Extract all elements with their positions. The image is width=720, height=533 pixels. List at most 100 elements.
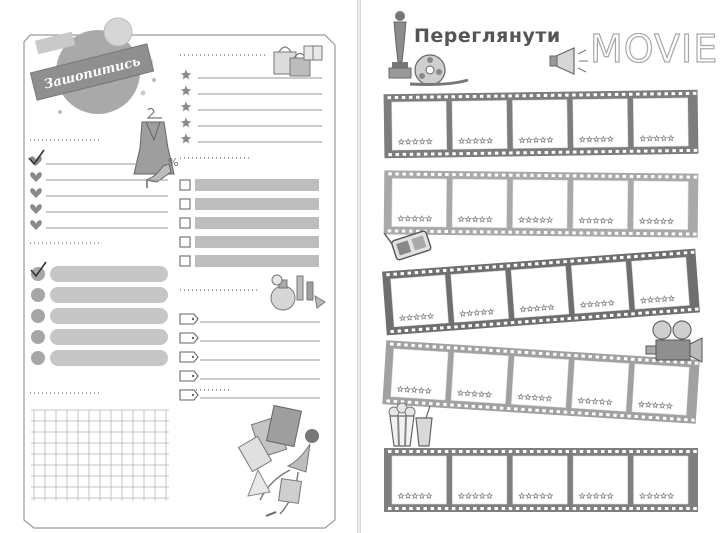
rating-star-icon[interactable] bbox=[411, 137, 419, 145]
movie-frame[interactable] bbox=[451, 178, 508, 228]
rating-star-icon[interactable] bbox=[639, 296, 648, 304]
movie-frame[interactable] bbox=[633, 180, 689, 230]
rating-star-icon[interactable] bbox=[585, 492, 593, 500]
rating-star-icon[interactable] bbox=[418, 214, 426, 222]
rating-star-icon[interactable] bbox=[404, 214, 412, 222]
movie-frame[interactable] bbox=[512, 179, 568, 229]
rating-star-icon[interactable] bbox=[524, 393, 532, 401]
rating-star-icon[interactable] bbox=[606, 492, 614, 500]
rating-star-icon[interactable] bbox=[418, 492, 426, 500]
movie-frame[interactable] bbox=[571, 261, 630, 314]
rating-star-icon[interactable] bbox=[425, 214, 433, 222]
movie-frame[interactable] bbox=[451, 100, 508, 150]
rating-star-icon[interactable] bbox=[665, 402, 674, 410]
movie-frame[interactable] bbox=[390, 348, 449, 401]
rating-star-icon[interactable] bbox=[584, 397, 592, 405]
input-bar[interactable] bbox=[195, 179, 319, 191]
input-bar[interactable] bbox=[195, 198, 319, 210]
rating-star-icon[interactable] bbox=[518, 136, 526, 144]
rating-star-icon[interactable] bbox=[667, 134, 675, 142]
movie-frame[interactable] bbox=[571, 359, 630, 412]
rating-star-icon[interactable] bbox=[405, 313, 414, 321]
rating-star-icon[interactable] bbox=[645, 217, 654, 225]
input-bar[interactable] bbox=[195, 217, 319, 229]
rating-star-icon[interactable] bbox=[532, 492, 540, 500]
movie-frame[interactable] bbox=[512, 99, 568, 149]
rating-star-icon[interactable] bbox=[652, 217, 661, 225]
rating-star-icon[interactable] bbox=[546, 135, 554, 144]
rating-star-icon[interactable] bbox=[599, 216, 607, 224]
input-pill[interactable] bbox=[50, 266, 168, 282]
rating-star-icon[interactable] bbox=[465, 309, 474, 317]
rating-star-icon[interactable] bbox=[585, 135, 594, 143]
rating-star-icon[interactable] bbox=[546, 492, 554, 500]
rating-star-icon[interactable] bbox=[471, 215, 479, 223]
rating-star-icon[interactable] bbox=[592, 492, 600, 500]
rating-star-icon[interactable] bbox=[606, 216, 614, 224]
rating-star-icon[interactable] bbox=[477, 390, 486, 398]
rating-star-icon[interactable] bbox=[470, 389, 479, 398]
rating-star-icon[interactable] bbox=[397, 492, 405, 500]
movie-frame[interactable] bbox=[450, 270, 509, 323]
rating-star-icon[interactable] bbox=[533, 304, 541, 312]
rating-star-icon[interactable] bbox=[547, 303, 555, 311]
rating-star-icon[interactable] bbox=[653, 295, 662, 303]
rating-star-icon[interactable] bbox=[578, 216, 586, 224]
rating-star-icon[interactable] bbox=[517, 392, 525, 401]
rating-star-icon[interactable] bbox=[607, 298, 615, 307]
rating-star-icon[interactable] bbox=[484, 390, 493, 398]
rating-star-icon[interactable] bbox=[538, 394, 546, 402]
rating-star-icon[interactable] bbox=[485, 492, 494, 500]
rating-star-icon[interactable] bbox=[660, 134, 668, 142]
movie-frame[interactable] bbox=[390, 274, 449, 328]
rating-star-icon[interactable] bbox=[606, 135, 615, 143]
rating-star-icon[interactable] bbox=[652, 492, 661, 500]
movie-frame[interactable] bbox=[633, 455, 689, 505]
rating-star-icon[interactable] bbox=[524, 215, 533, 224]
input-pill[interactable] bbox=[50, 350, 168, 366]
rating-star-icon[interactable] bbox=[471, 137, 480, 145]
rating-star-icon[interactable] bbox=[646, 296, 655, 304]
movie-frame[interactable] bbox=[512, 455, 568, 505]
rating-star-icon[interactable] bbox=[639, 134, 647, 142]
rating-star-icon[interactable] bbox=[398, 314, 407, 322]
checkbox-icon[interactable] bbox=[179, 236, 191, 248]
rating-star-icon[interactable] bbox=[592, 216, 600, 224]
input-bar[interactable] bbox=[195, 255, 319, 267]
movie-frame[interactable] bbox=[391, 101, 448, 151]
rating-star-icon[interactable] bbox=[417, 386, 426, 394]
rating-star-icon[interactable] bbox=[486, 307, 495, 316]
rating-star-icon[interactable] bbox=[419, 312, 428, 320]
rating-star-icon[interactable] bbox=[478, 136, 487, 144]
rating-star-icon[interactable] bbox=[404, 137, 412, 146]
rating-star-icon[interactable] bbox=[518, 492, 526, 500]
rating-star-icon[interactable] bbox=[411, 214, 419, 222]
rating-star-icon[interactable] bbox=[478, 492, 487, 500]
rating-star-icon[interactable] bbox=[538, 216, 547, 224]
rating-star-icon[interactable] bbox=[591, 397, 599, 405]
rating-star-icon[interactable] bbox=[579, 301, 587, 309]
rating-star-icon[interactable] bbox=[659, 492, 668, 500]
rating-star-icon[interactable] bbox=[645, 492, 654, 500]
rating-star-icon[interactable] bbox=[532, 136, 540, 144]
rating-star-icon[interactable] bbox=[531, 393, 539, 401]
movie-frame[interactable] bbox=[572, 98, 629, 148]
rating-star-icon[interactable] bbox=[599, 135, 608, 143]
movie-frame[interactable] bbox=[452, 455, 508, 505]
rating-star-icon[interactable] bbox=[456, 389, 465, 397]
rating-star-icon[interactable] bbox=[593, 300, 601, 308]
input-pill[interactable] bbox=[50, 287, 168, 303]
rating-star-icon[interactable] bbox=[425, 137, 433, 145]
rating-star-icon[interactable] bbox=[425, 492, 433, 500]
rating-star-icon[interactable] bbox=[651, 401, 660, 409]
rating-star-icon[interactable] bbox=[539, 492, 547, 500]
rating-star-icon[interactable] bbox=[637, 400, 646, 408]
rating-star-icon[interactable] bbox=[410, 386, 419, 394]
movie-frame[interactable] bbox=[631, 256, 690, 310]
rating-star-icon[interactable] bbox=[545, 394, 553, 402]
rating-star-icon[interactable] bbox=[404, 492, 412, 500]
checkbox-icon[interactable] bbox=[179, 198, 191, 210]
rating-star-icon[interactable] bbox=[519, 305, 527, 313]
rating-star-icon[interactable] bbox=[545, 216, 554, 224]
rating-star-icon[interactable] bbox=[479, 308, 488, 316]
